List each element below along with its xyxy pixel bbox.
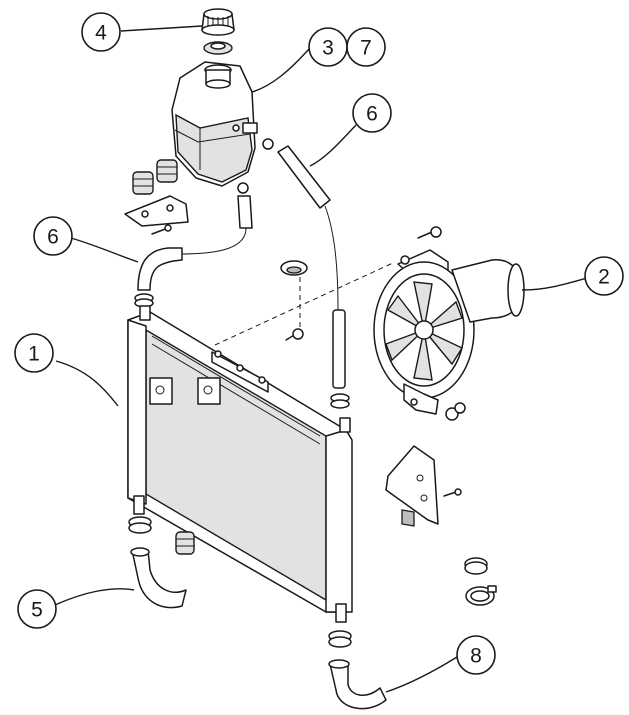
callout-7-label: 7: [360, 37, 372, 60]
assembly-guide-lines: [214, 261, 396, 346]
callout-1: 1: [14, 333, 54, 373]
expansion-tank: [171, 61, 258, 187]
lower-hose-left: [128, 516, 187, 609]
callout-6-right-label: 6: [366, 103, 378, 126]
callout-2: 2: [584, 256, 624, 296]
rubber-mount-bottom: [175, 531, 195, 555]
mounting-bracket: [124, 195, 189, 235]
tank-cap: [201, 8, 235, 36]
leader-lines: [54, 25, 588, 693]
callout-1-label: 1: [28, 343, 40, 366]
callout-8: 8: [456, 635, 496, 675]
callout-6-right: 6: [352, 93, 392, 133]
fan-support-bracket: [385, 445, 462, 527]
hose-clamps: [464, 557, 497, 606]
callout-8-label: 8: [470, 645, 482, 668]
lower-hose-right: [328, 630, 387, 710]
callout-5: 5: [17, 589, 57, 629]
hose-tank-to-radiator: [134, 182, 253, 308]
tank-seal: [203, 41, 233, 55]
cooling-fan: [373, 226, 525, 421]
callout-6-left: 6: [33, 216, 73, 256]
callout-5-label: 5: [31, 599, 43, 622]
callout-3-label: 3: [322, 37, 334, 60]
callout-2-label: 2: [598, 266, 610, 289]
callout-4: 4: [81, 12, 121, 52]
rubber-mounts-left: [132, 159, 178, 195]
callout-6-left-label: 6: [47, 226, 59, 249]
grommet: [280, 260, 308, 276]
callout-7: 7: [346, 27, 386, 67]
callout-3: 3: [308, 27, 348, 67]
callout-4-label: 4: [95, 22, 107, 45]
radiator: [127, 305, 353, 623]
hose-tank-right: [262, 138, 350, 409]
